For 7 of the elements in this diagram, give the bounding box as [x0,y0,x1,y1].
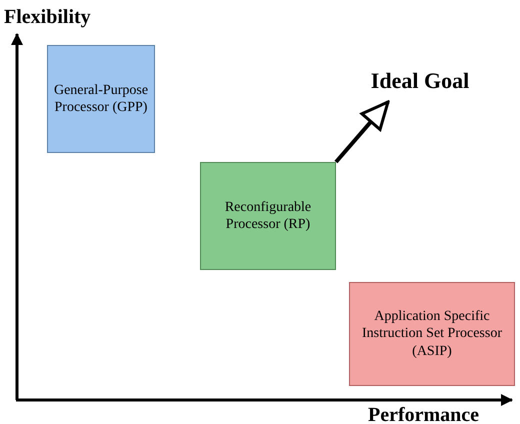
axis-label: Performance [368,403,480,424]
process-box: General-Purpose Processor (GPP) [47,45,155,153]
arrow [334,100,390,164]
goal-label: Ideal Goal [356,60,484,102]
process-box: Application Specific Instruction Set Processor (ASIP) [349,282,515,386]
axis-label: Flexibility [4,5,91,30]
process-box: Reconfigurable Processor (RP) [200,162,336,270]
